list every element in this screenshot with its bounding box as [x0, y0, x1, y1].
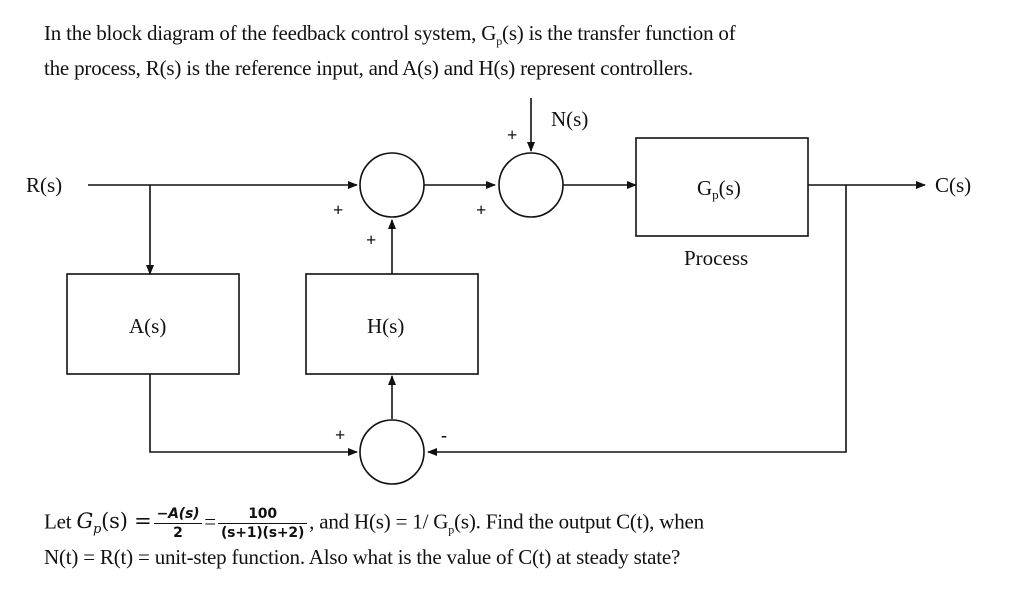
- controller-a-block: [66, 273, 240, 375]
- fraction-1-numerator: −A(s): [153, 505, 203, 524]
- question-line1-rest-a: , and H(s) = 1/ G: [309, 509, 449, 534]
- controller-h-block: [305, 273, 479, 375]
- fraction-2-denominator: (s+1)(s+2): [220, 525, 305, 541]
- summing-junction-2: [498, 152, 564, 218]
- sign-sum2-top: +: [507, 125, 517, 145]
- signal-output-feedback: [427, 185, 847, 456]
- gp-arg: (s) =: [101, 509, 152, 534]
- fraction-1-denominator: 2: [173, 525, 183, 541]
- intro-sub-p: p: [496, 34, 503, 49]
- process-label-sub: p: [712, 187, 719, 202]
- summing-junction-3: [359, 419, 425, 485]
- process-label-main: G: [697, 176, 712, 200]
- question-let: Let: [44, 509, 77, 534]
- input-label: R(s): [26, 173, 62, 197]
- summing-junction-1: [359, 152, 425, 218]
- fraction-1: −A(s)2: [153, 505, 203, 542]
- equals-sign: =: [204, 509, 216, 534]
- sign-sum3-left: +: [335, 425, 345, 445]
- process-block: [635, 137, 809, 237]
- gp-sub: p: [93, 522, 102, 538]
- sign-sum1-left: +: [333, 200, 343, 220]
- problem-question: Let Gp(s) =−A(s)2=100(s+1)(s+2), and H(s…: [44, 505, 1004, 571]
- fraction-2: 100(s+1)(s+2): [217, 505, 308, 542]
- process-label: Gp(s): [697, 176, 741, 202]
- intro-line2: the process, R(s) is the reference input…: [44, 56, 693, 81]
- fraction-2-numerator: 100: [217, 505, 308, 524]
- question-sub-p: p: [448, 522, 455, 537]
- problem-intro: In the block diagram of the feedback con…: [44, 20, 944, 82]
- output-label: C(s): [935, 173, 971, 197]
- intro-line1-start: In the block diagram of the feedback con…: [44, 21, 497, 45]
- process-caption: Process: [684, 246, 748, 270]
- intro-line1-rest: (s) is the transfer function of: [502, 21, 736, 45]
- sign-sum2-left: +: [476, 200, 486, 220]
- question-line2: N(t) = R(t) = unit-step function. Also w…: [44, 544, 681, 569]
- controller-a-label: A(s): [129, 314, 166, 338]
- sign-sum3-right: -: [441, 425, 447, 445]
- sign-sum1-bottom: +: [366, 230, 376, 250]
- signal-a-to-sum3: [149, 374, 358, 456]
- question-line1-rest-b: (s). Find the output C(t), when: [454, 509, 704, 534]
- controller-h-label: H(s): [367, 314, 404, 338]
- gp-symbol: Gp(s) =: [76, 509, 152, 537]
- gp-main: G: [76, 509, 94, 534]
- noise-label: N(s): [551, 107, 588, 131]
- process-label-rest: (s): [719, 176, 741, 200]
